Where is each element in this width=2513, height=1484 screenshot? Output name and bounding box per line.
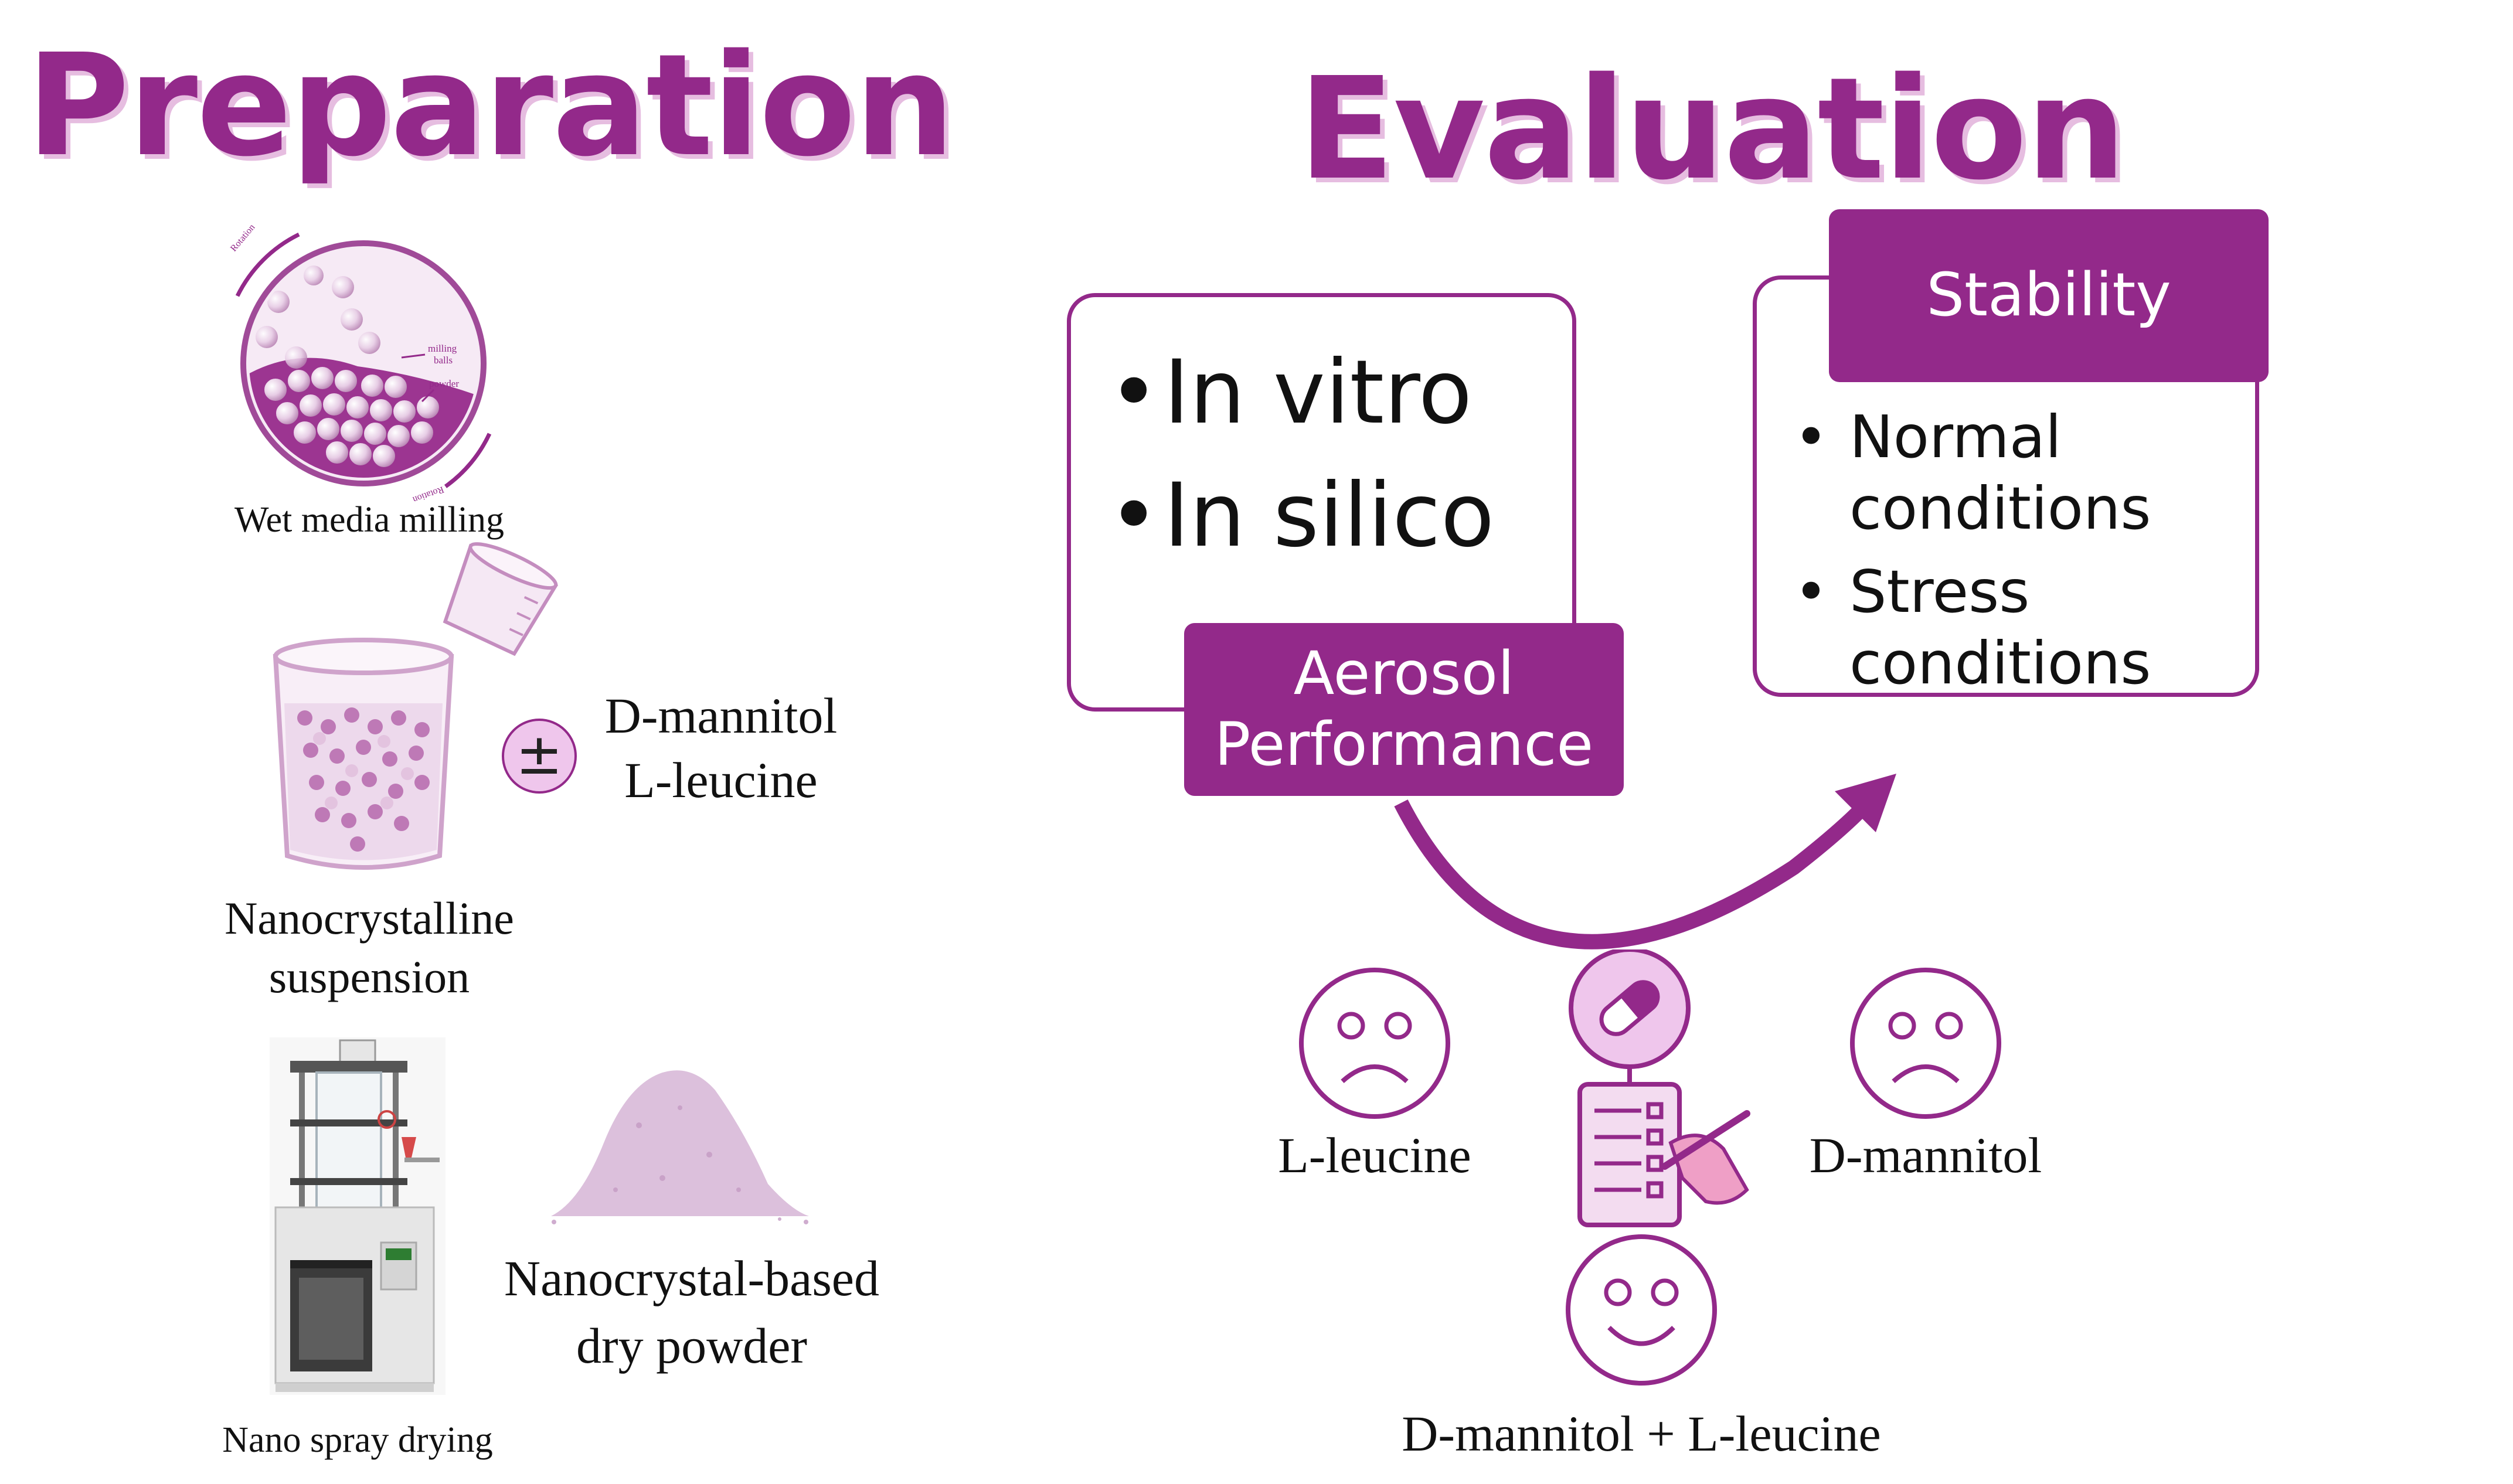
pouring-cup-icon: [443, 542, 559, 656]
aerosol-performance-tag: Aerosol Performance: [1184, 623, 1624, 796]
sad-face-icon-left: [1299, 968, 1450, 1119]
preparation-heading: Preparation: [26, 23, 955, 188]
aerosol-tag-line-2: Performance: [1214, 709, 1594, 780]
suspension-caption-line-2: suspension: [268, 951, 470, 1002]
dry-powder-caption-line-2: dry powder: [576, 1318, 808, 1374]
condition-normal: Normal conditions: [1794, 401, 2151, 544]
condition-normal-line-1: Normal: [1849, 403, 2062, 471]
sad-face-icon-right: [1850, 968, 2001, 1119]
wet-media-milling-caption: Wet media milling: [234, 500, 504, 540]
spray-drying-caption: Nano spray drying: [222, 1420, 493, 1460]
outcome-combination: D-mannitol + L-leucine: [1402, 1405, 1881, 1462]
stability-conditions-list: Normal conditions Stress conditions: [1794, 401, 2151, 699]
stability-tag: Stability: [1829, 209, 2269, 382]
excipient-d-mannitol: D-mannitol: [604, 687, 838, 744]
outcome-l-leucine: L-leucine: [1278, 1127, 1471, 1183]
condition-normal-line-2: conditions: [1849, 474, 2151, 543]
happy-face-icon: [1566, 1234, 1717, 1386]
plus-minus-icon: ±: [502, 719, 577, 794]
powder-label: powder: [429, 378, 459, 389]
milling-jar-illustration: Rotation Rotation milling balls powder: [229, 222, 492, 504]
dry-powder-caption-line-1: Nanocrystal-based: [504, 1250, 879, 1306]
suspension-caption-line-1: Nanocrystalline: [225, 893, 514, 944]
milling-label: milling: [428, 343, 457, 354]
condition-stress-line-1: Stress: [1849, 557, 2030, 626]
aerosol-tag-line-1: Aerosol: [1293, 639, 1515, 709]
beaker-suspension-icon: [273, 638, 454, 870]
condition-stress-line-2: conditions: [1849, 629, 2151, 697]
nano-spray-dryer-illustration: [270, 1037, 446, 1395]
plus-minus-symbol: ±: [516, 721, 563, 787]
excipient-l-leucine: L-leucine: [624, 752, 818, 808]
outcome-d-mannitol: D-mannitol: [1809, 1127, 2042, 1183]
condition-stress: Stress conditions: [1794, 556, 2151, 699]
aerosol-methods-list: In vitro In silico: [1108, 331, 1494, 577]
method-in-silico: In silico: [1108, 454, 1494, 577]
dry-powder-pile-icon: [551, 1070, 809, 1224]
clipboard-pill-icon: [1569, 949, 1750, 1227]
evaluation-heading: Evaluation: [1298, 47, 2126, 211]
method-in-vitro: In vitro: [1108, 331, 1494, 454]
balls-label: balls: [434, 355, 453, 366]
